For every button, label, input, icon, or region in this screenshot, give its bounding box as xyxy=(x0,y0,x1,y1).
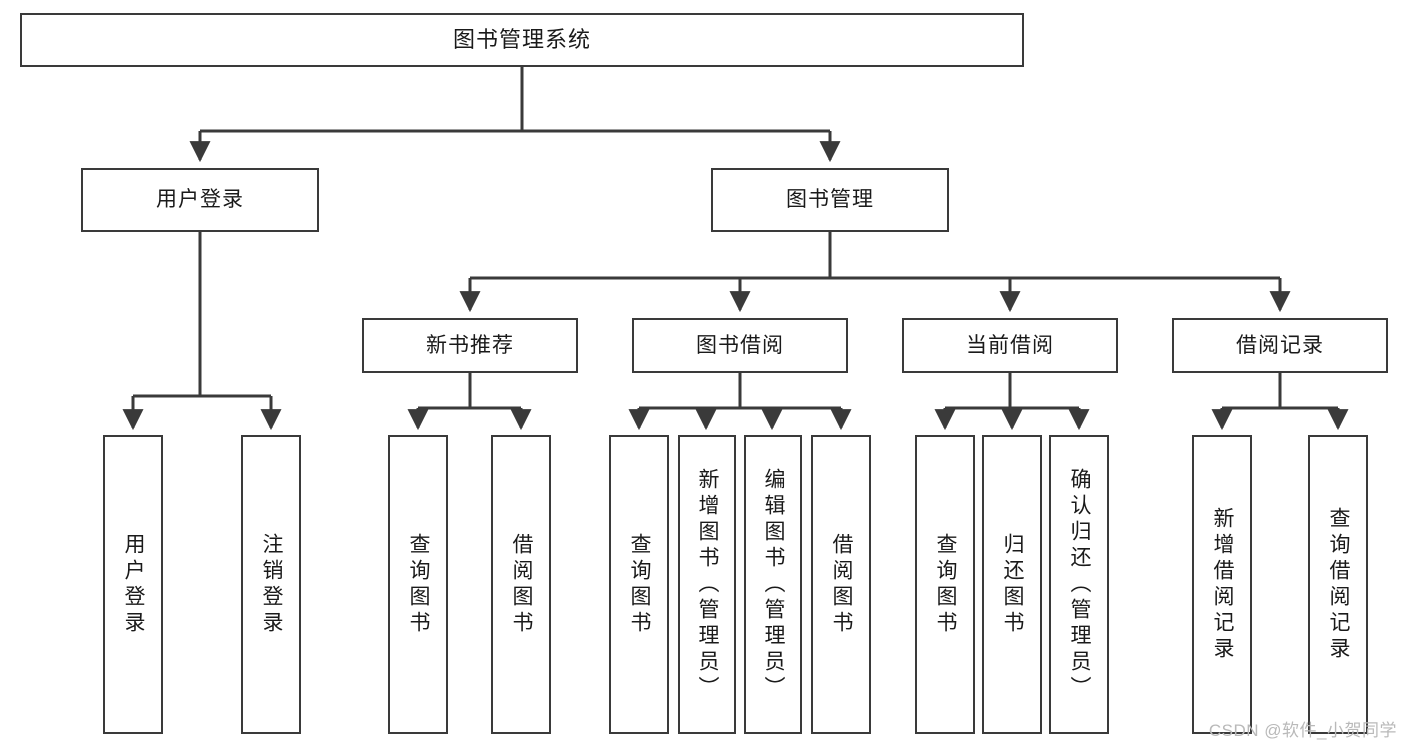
node-label: 借阅图书 xyxy=(830,532,854,637)
node-root-book-management-system[interactable]: 图书管理系统 xyxy=(20,13,1024,67)
node-label: 当前借阅 xyxy=(966,333,1054,357)
leaf-book-borrow-query-book[interactable]: 查询图书 xyxy=(609,435,669,734)
node-label: 归还图书 xyxy=(1001,532,1025,637)
node-label: 查询借阅记录 xyxy=(1327,506,1351,663)
node-label: 用户登录 xyxy=(122,532,146,637)
leaf-current-borrow-query-book[interactable]: 查询图书 xyxy=(915,435,975,734)
node-label: 编辑图书（管理员） xyxy=(762,467,786,702)
watermark: CSDN @软件_小贺同学 xyxy=(1208,721,1397,740)
node-label: 借阅记录 xyxy=(1236,333,1324,357)
node-new-book-recommend[interactable]: 新书推荐 xyxy=(362,318,578,373)
node-label: 查询图书 xyxy=(407,532,431,637)
node-label: 查询图书 xyxy=(934,532,958,637)
node-label: 借阅图书 xyxy=(510,532,534,637)
node-book-borrow[interactable]: 图书借阅 xyxy=(632,318,848,373)
leaf-book-borrow-add-book-admin[interactable]: 新增图书（管理员） xyxy=(678,435,736,734)
node-label: 注销登录 xyxy=(260,532,284,637)
node-label: 图书管理系统 xyxy=(452,26,591,52)
node-label: 确认归还（管理员） xyxy=(1068,467,1092,702)
leaf-book-borrow-edit-book-admin[interactable]: 编辑图书（管理员） xyxy=(744,435,802,734)
leaf-current-borrow-confirm-return-admin[interactable]: 确认归还（管理员） xyxy=(1049,435,1109,734)
node-label: 新书推荐 xyxy=(426,333,514,357)
node-borrow-record[interactable]: 借阅记录 xyxy=(1172,318,1388,373)
node-user-login[interactable]: 用户登录 xyxy=(81,168,319,232)
node-label: 图书借阅 xyxy=(696,333,784,357)
node-label: 新增借阅记录 xyxy=(1211,506,1235,663)
leaf-current-borrow-return-book[interactable]: 归还图书 xyxy=(982,435,1042,734)
node-label: 新增图书（管理员） xyxy=(696,467,720,702)
leaf-borrow-record-query-record[interactable]: 查询借阅记录 xyxy=(1308,435,1368,734)
node-label: 用户登录 xyxy=(156,188,244,212)
leaf-user-login-logout[interactable]: 注销登录 xyxy=(241,435,301,734)
leaf-borrow-record-add-record[interactable]: 新增借阅记录 xyxy=(1192,435,1252,734)
node-label: 图书管理 xyxy=(786,188,874,212)
leaf-new-book-borrow-book[interactable]: 借阅图书 xyxy=(491,435,551,734)
node-label: 查询图书 xyxy=(628,532,652,637)
leaf-new-book-query-book[interactable]: 查询图书 xyxy=(388,435,448,734)
node-book-management[interactable]: 图书管理 xyxy=(711,168,949,232)
leaf-book-borrow-borrow-book[interactable]: 借阅图书 xyxy=(811,435,871,734)
node-current-borrow[interactable]: 当前借阅 xyxy=(902,318,1118,373)
leaf-user-login-login[interactable]: 用户登录 xyxy=(103,435,163,734)
